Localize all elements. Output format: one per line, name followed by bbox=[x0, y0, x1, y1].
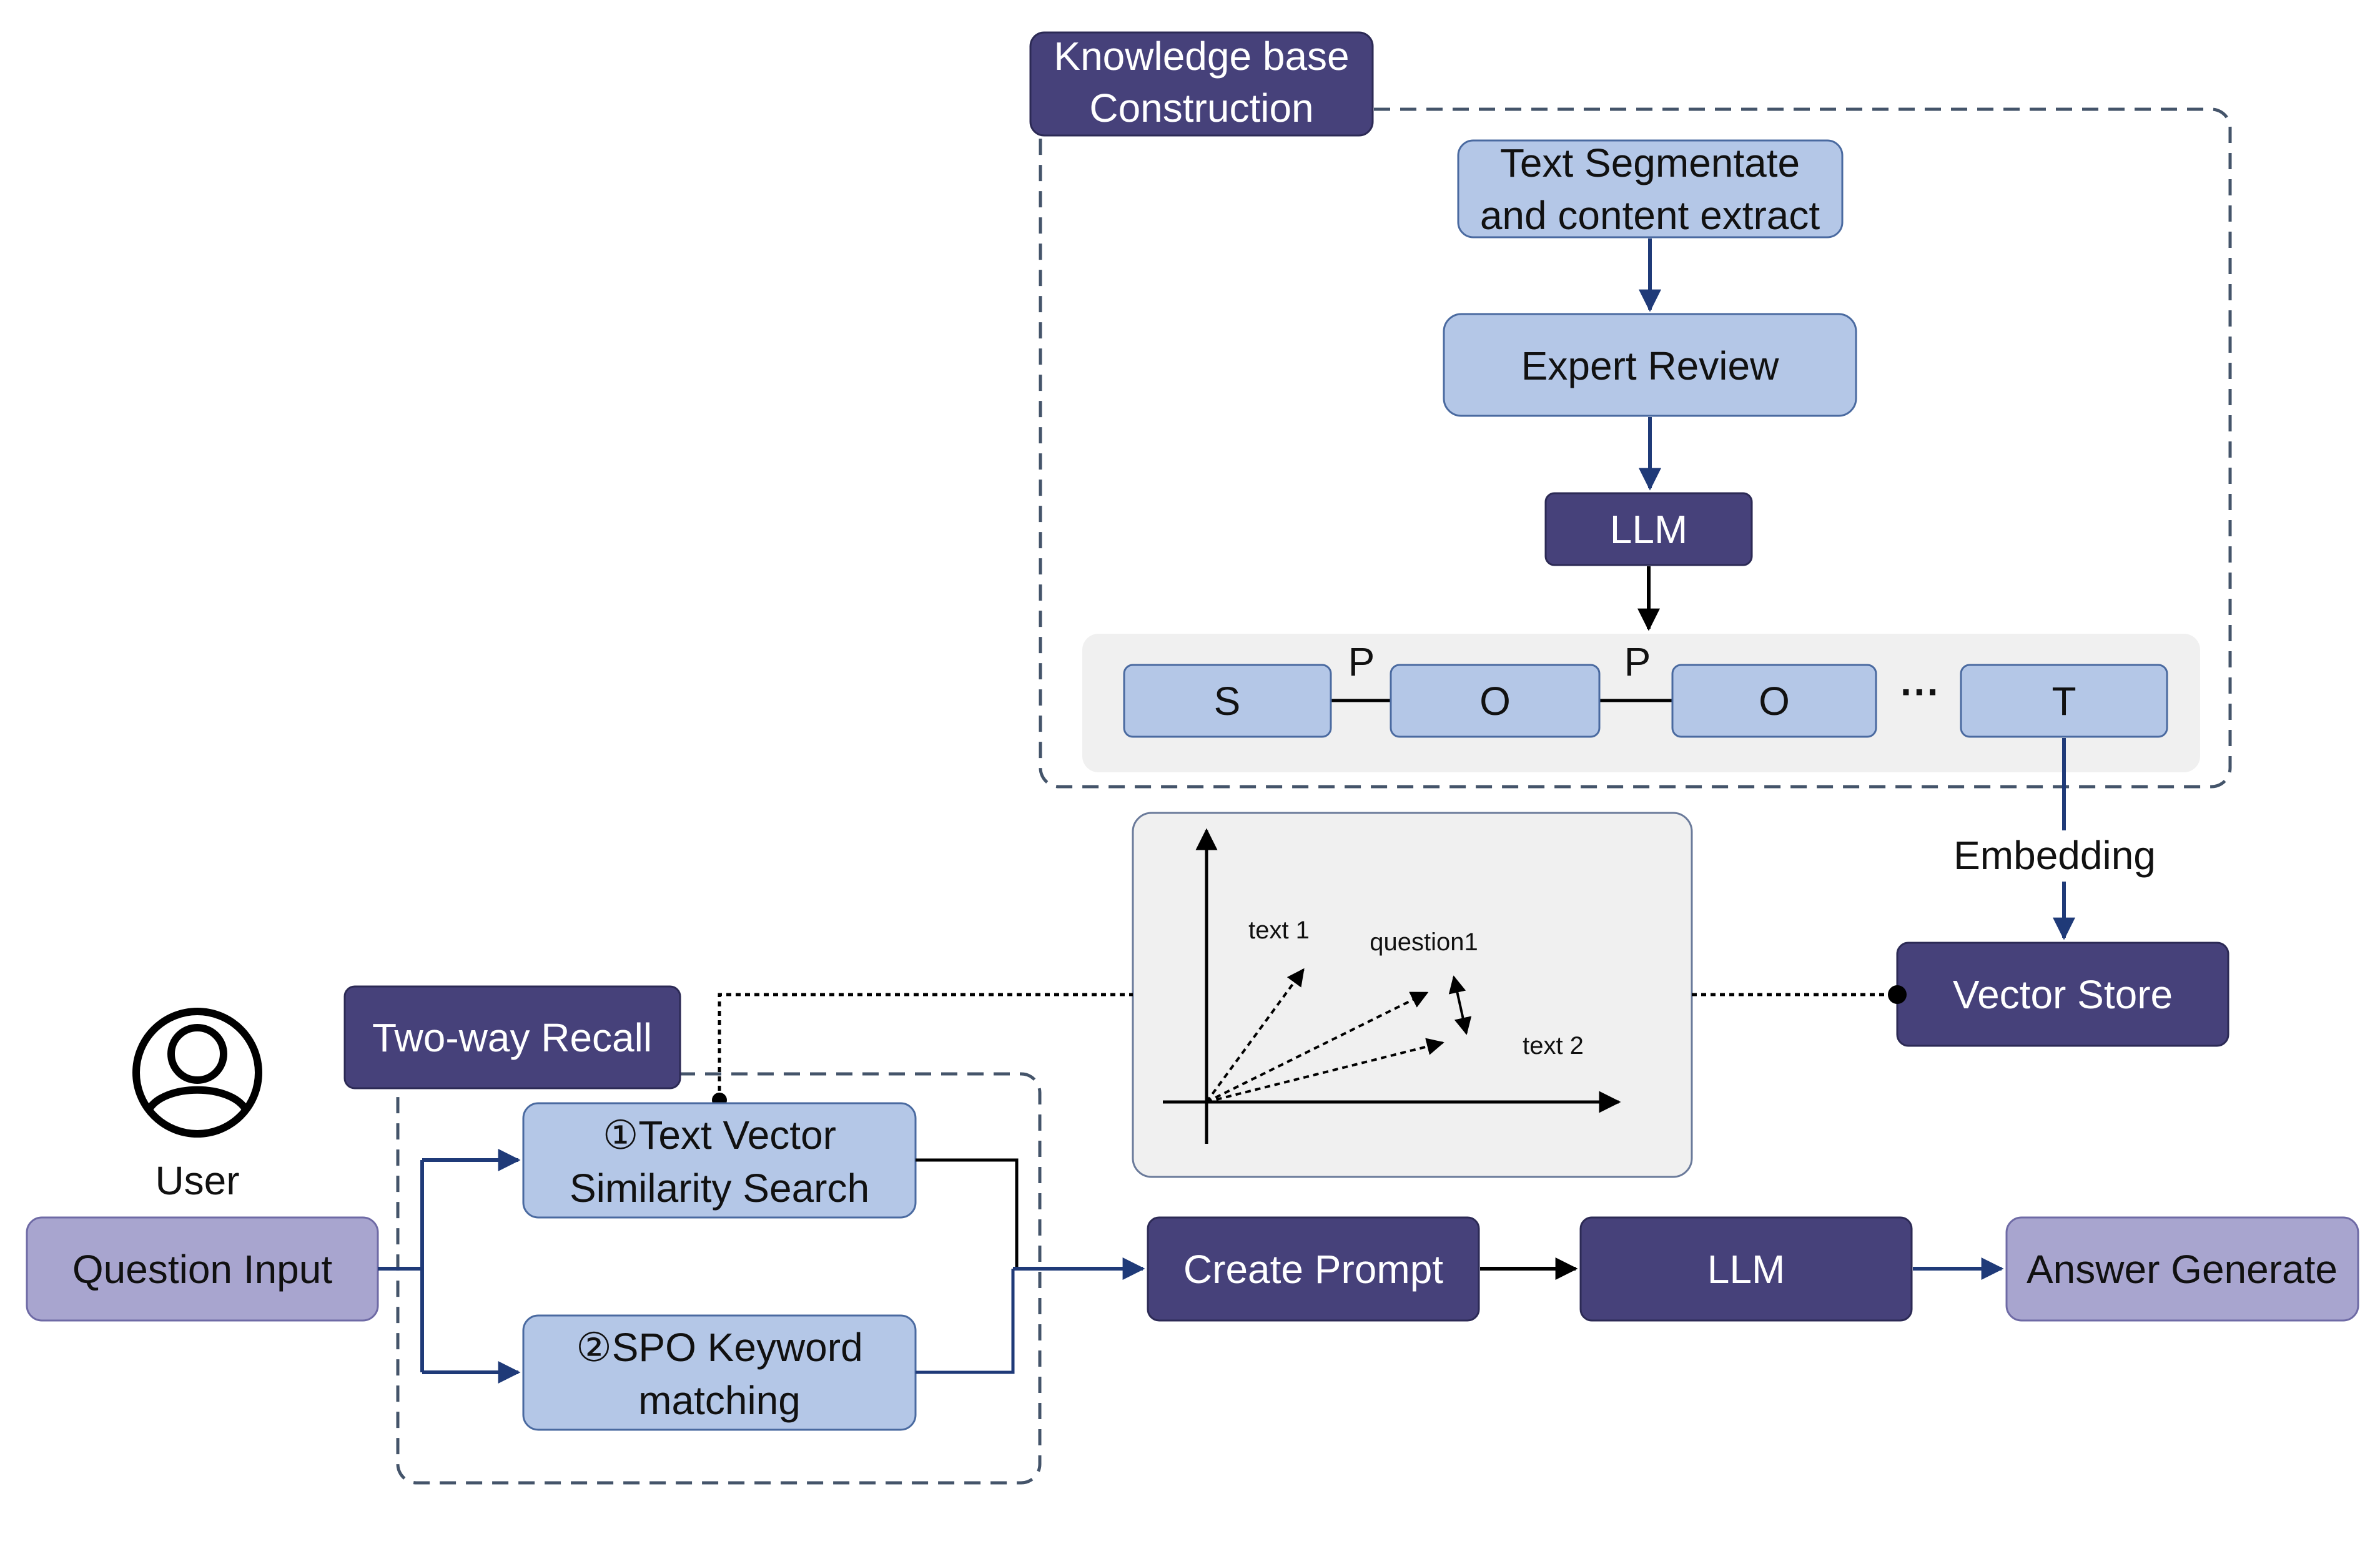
answer-generate-box: Answer Generate bbox=[2005, 1216, 2359, 1322]
spo-t-label: T bbox=[2052, 679, 2076, 724]
vector-question1 bbox=[1206, 991, 1429, 1103]
spo-ellipsis: ··· bbox=[1900, 669, 1940, 714]
vector-search-line1: ①Text Vector bbox=[603, 1113, 836, 1158]
vector-store-label: Vector Store bbox=[1953, 972, 2173, 1017]
dotted-link-store-dot bbox=[1888, 985, 1907, 1004]
spo-p1-label: P bbox=[1348, 639, 1375, 684]
user-label: User bbox=[155, 1158, 239, 1203]
spo-o1-label: O bbox=[1479, 679, 1511, 724]
merge-from-vector-search bbox=[916, 1158, 1019, 1269]
user-icon bbox=[132, 1008, 262, 1138]
spo-matching-box: ②SPO Keyword matching bbox=[522, 1314, 917, 1431]
vector-store-box: Vector Store bbox=[1896, 942, 2229, 1047]
spo-matching-line1: ②SPO Keyword bbox=[576, 1325, 862, 1370]
spo-object-1: O bbox=[1390, 664, 1601, 738]
merge-from-spo-matching bbox=[916, 1269, 1015, 1374]
vector-text1-label: text 1 bbox=[1248, 917, 1310, 944]
vector-distance-arrow bbox=[1448, 975, 1472, 1035]
spo-s-label: S bbox=[1214, 679, 1241, 724]
vector-text2 bbox=[1206, 1038, 1444, 1103]
vector-search-line2: Similarity Search bbox=[570, 1166, 869, 1211]
two-way-recall-title-label: Two-way Recall bbox=[372, 1015, 652, 1060]
expert-review-label: Expert Review bbox=[1521, 343, 1779, 388]
knowledge-base-title-line1: Knowledge base bbox=[1054, 34, 1349, 79]
knowledge-base-title-line2: Construction bbox=[1089, 86, 1313, 130]
vector-question1-label: question1 bbox=[1370, 928, 1478, 956]
text-segmentate-line2: and content extract bbox=[1480, 193, 1820, 238]
knowledge-base-group-border bbox=[1039, 107, 2232, 789]
two-way-recall-group-border bbox=[396, 1072, 1042, 1485]
knowledge-base-title: Knowledge base Construction bbox=[1029, 31, 1374, 137]
dotted-link-search-to-panel bbox=[718, 993, 1133, 1100]
question-input-box: Question Input bbox=[26, 1216, 379, 1322]
pipeline-llm-box: LLM bbox=[1579, 1216, 1913, 1322]
spo-object-2: O bbox=[1671, 664, 1877, 738]
question-input-label: Question Input bbox=[72, 1247, 333, 1292]
answer-generate-label: Answer Generate bbox=[2027, 1247, 2338, 1292]
create-prompt-label: Create Prompt bbox=[1183, 1247, 1443, 1292]
vector-space-panel bbox=[1132, 812, 1693, 1178]
spo-o2-label: O bbox=[1759, 679, 1790, 724]
spo-t: T bbox=[1960, 664, 2168, 738]
spo-panel bbox=[1082, 634, 2200, 772]
create-prompt-box: Create Prompt bbox=[1147, 1216, 1480, 1322]
spo-subject: S bbox=[1123, 664, 1332, 738]
embedding-label: Embedding bbox=[1953, 833, 2156, 878]
vector-search-box: ①Text Vector Similarity Search bbox=[522, 1102, 917, 1219]
spo-p2-label: P bbox=[1624, 639, 1651, 684]
vector-text1 bbox=[1205, 968, 1305, 1103]
vector-text2-label: text 2 bbox=[1523, 1032, 1584, 1060]
expert-review-box: Expert Review bbox=[1443, 313, 1857, 417]
kb-llm-label: LLM bbox=[1610, 507, 1688, 552]
two-way-recall-title: Two-way Recall bbox=[343, 985, 681, 1089]
text-segmentate-box: Text Segmentate and content extract bbox=[1457, 139, 1844, 239]
kb-llm-box: LLM bbox=[1544, 492, 1753, 566]
text-segmentate-line1: Text Segmentate bbox=[1500, 140, 1800, 185]
pipeline-llm-label: LLM bbox=[1707, 1247, 1785, 1292]
spo-matching-line2: matching bbox=[638, 1378, 801, 1423]
